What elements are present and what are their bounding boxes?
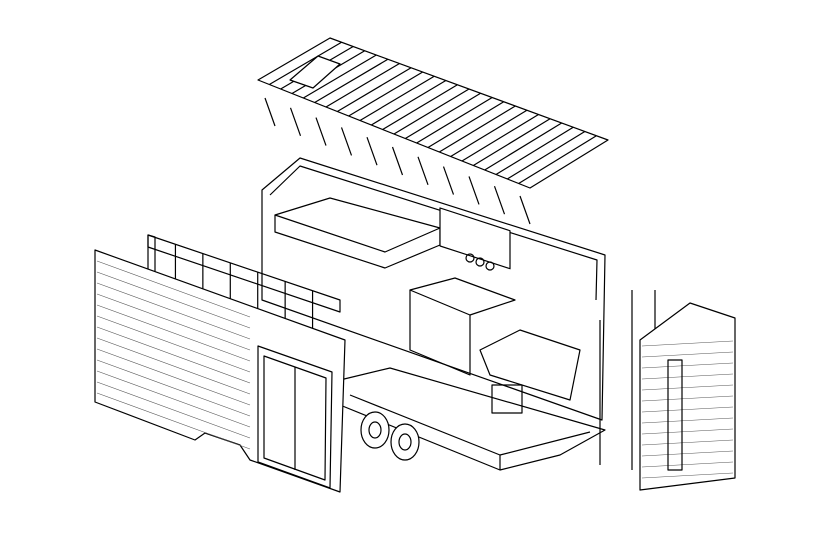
right-end-wall — [599, 290, 736, 491]
siding-line — [96, 260, 251, 318]
back-wall — [261, 157, 606, 421]
rafter — [340, 127, 353, 156]
rafter — [264, 97, 276, 127]
siding-line — [96, 370, 251, 428]
siding-line — [641, 362, 734, 369]
wheel — [390, 423, 420, 461]
siding-line — [96, 271, 251, 329]
rafter — [519, 195, 531, 225]
rafter — [442, 166, 455, 195]
siding-line — [641, 340, 734, 347]
rafter — [468, 176, 480, 205]
siding-line — [641, 472, 734, 479]
roof-slat — [507, 130, 586, 180]
roof-slat — [382, 84, 458, 131]
roof-slat — [314, 58, 389, 104]
roof-panel — [257, 37, 609, 225]
left-side-wall — [94, 249, 346, 493]
siding-line — [641, 384, 734, 391]
siding-line — [96, 304, 251, 362]
rafter — [366, 136, 378, 166]
roof-slat — [371, 79, 447, 126]
siding-line — [96, 348, 251, 406]
roof-slat — [484, 122, 562, 171]
roof-slat — [416, 96, 493, 144]
siding-line — [641, 450, 734, 457]
rafter — [315, 117, 327, 146]
rafter — [417, 156, 429, 186]
roof-slat — [405, 92, 481, 140]
upper-cabinets — [439, 207, 511, 270]
wheel — [360, 411, 390, 449]
siding-line — [641, 439, 734, 446]
siding-line — [641, 461, 734, 468]
roof-slat — [427, 101, 505, 149]
siding-line — [641, 351, 734, 358]
roof-slat — [473, 118, 551, 167]
trailer-chassis — [339, 367, 606, 471]
siding-line — [641, 428, 734, 435]
roof-slat — [450, 109, 528, 158]
siding-line — [641, 395, 734, 402]
siding-line — [96, 337, 251, 395]
rafter — [391, 146, 404, 176]
siding-line — [96, 293, 251, 351]
siding-line — [641, 417, 734, 424]
rafter — [493, 185, 506, 215]
roof-slat — [325, 62, 400, 108]
roof-slat — [393, 88, 470, 135]
roof-slat — [269, 41, 342, 86]
sliding-door — [257, 345, 333, 489]
roof-slat — [495, 126, 574, 176]
skylight — [289, 55, 341, 89]
siding-line — [96, 282, 251, 340]
roof-slat — [518, 135, 597, 185]
siding-line — [96, 326, 251, 384]
siding-line — [641, 373, 734, 380]
kitchen-counter — [409, 277, 516, 316]
sofa — [479, 329, 581, 401]
roof-slat — [461, 113, 539, 162]
siding-line — [96, 315, 251, 373]
roof-slat — [303, 54, 377, 99]
siding-line — [96, 392, 251, 450]
roof-slat — [439, 105, 516, 153]
roof-slat — [359, 75, 435, 122]
siding-line — [96, 359, 251, 417]
roof-slat — [348, 71, 423, 117]
stool — [491, 384, 523, 414]
roof-slat — [337, 67, 412, 113]
end-window — [667, 359, 683, 471]
siding-line — [96, 381, 251, 439]
rafter — [289, 107, 302, 137]
siding-line — [641, 406, 734, 413]
